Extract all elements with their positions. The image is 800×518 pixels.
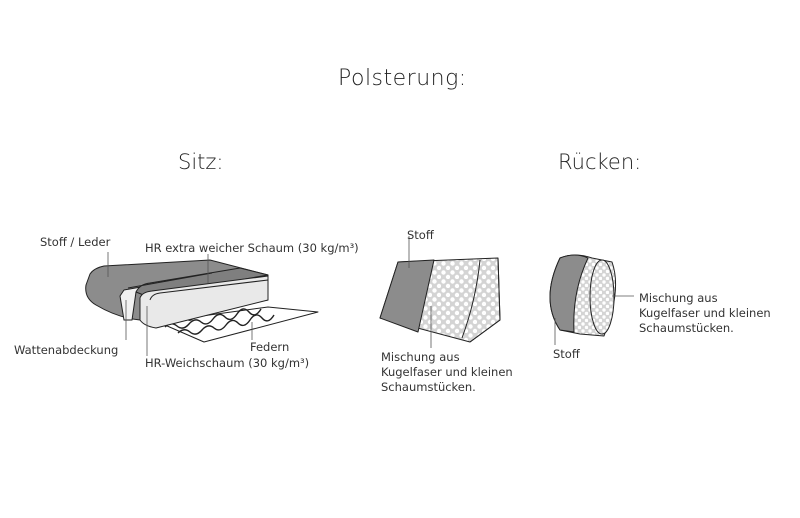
label-cushion2-fabric: Stoff <box>553 347 580 361</box>
label-cushion1-fill: Mischung aus Kugelfaser und kleinen Scha… <box>381 350 513 395</box>
fill-line-1: Mischung aus <box>381 350 460 364</box>
fill-line-3: Schaumstücken. <box>381 380 476 394</box>
seat-heading: Sitz: <box>178 150 224 174</box>
fill-line-2: Kugelfaser und kleinen <box>639 306 771 320</box>
fill-line-2: Kugelfaser und kleinen <box>381 365 513 379</box>
leader-lines <box>107 236 634 356</box>
back-cushion-2-illustration <box>549 254 617 337</box>
label-springs: Federn <box>250 340 290 354</box>
seat-cushion-illustration <box>85 259 319 343</box>
back-heading: Rücken: <box>558 150 642 174</box>
page-title: Polsterung: <box>338 66 467 91</box>
label-fabric-leather: Stoff / Leder <box>40 235 111 249</box>
fill-line-1: Mischung aus <box>639 291 718 305</box>
label-cushion1-fabric: Stoff <box>407 228 434 242</box>
fill-line-3: Schaumstücken. <box>639 321 734 335</box>
label-hr-extra-soft-foam: HR extra weicher Schaum (30 kg/m³) <box>145 241 359 255</box>
label-wadding: Wattenabdeckung <box>14 343 119 357</box>
label-hr-soft-foam: HR-Weichschaum (30 kg/m³) <box>145 356 310 370</box>
label-cushion2-fill: Mischung aus Kugelfaser und kleinen Scha… <box>639 291 771 336</box>
back-cushion-1-illustration <box>379 257 501 343</box>
